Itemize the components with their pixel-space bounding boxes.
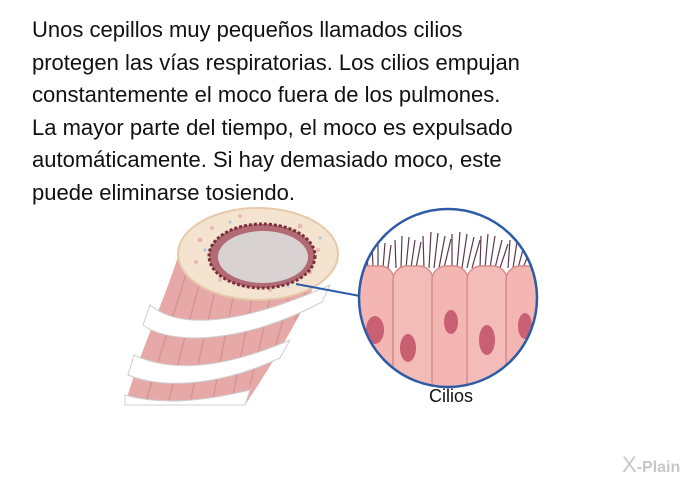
- cilia-zoom-circle: [357, 207, 539, 389]
- paragraph-line: La mayor parte del tiempo, el moco es ex…: [32, 114, 513, 140]
- paragraph-line: constantemente el moco fuera de los pulm…: [32, 82, 501, 108]
- logo-mark: X: [622, 452, 637, 477]
- xplain-logo: X-Plain: [622, 452, 680, 478]
- cilia-caption: Cilios: [428, 386, 473, 406]
- intro-paragraph: Unos cepillos muy pequeños llamados cili…: [32, 14, 682, 210]
- paragraph-line: Unos cepillos muy pequeños llamados cili…: [32, 17, 463, 42]
- paragraph-line: automáticamente. Si hay demasiado moco, …: [32, 147, 502, 173]
- airway-tube: [124, 207, 339, 406]
- paragraph-line: protegen las vías respiratorias. Los cil…: [32, 49, 520, 75]
- zoom-connector-line: [295, 283, 361, 297]
- logo-text: -Plain: [636, 459, 681, 476]
- paragraph-line: puede eliminarse tosiendo.: [32, 179, 295, 205]
